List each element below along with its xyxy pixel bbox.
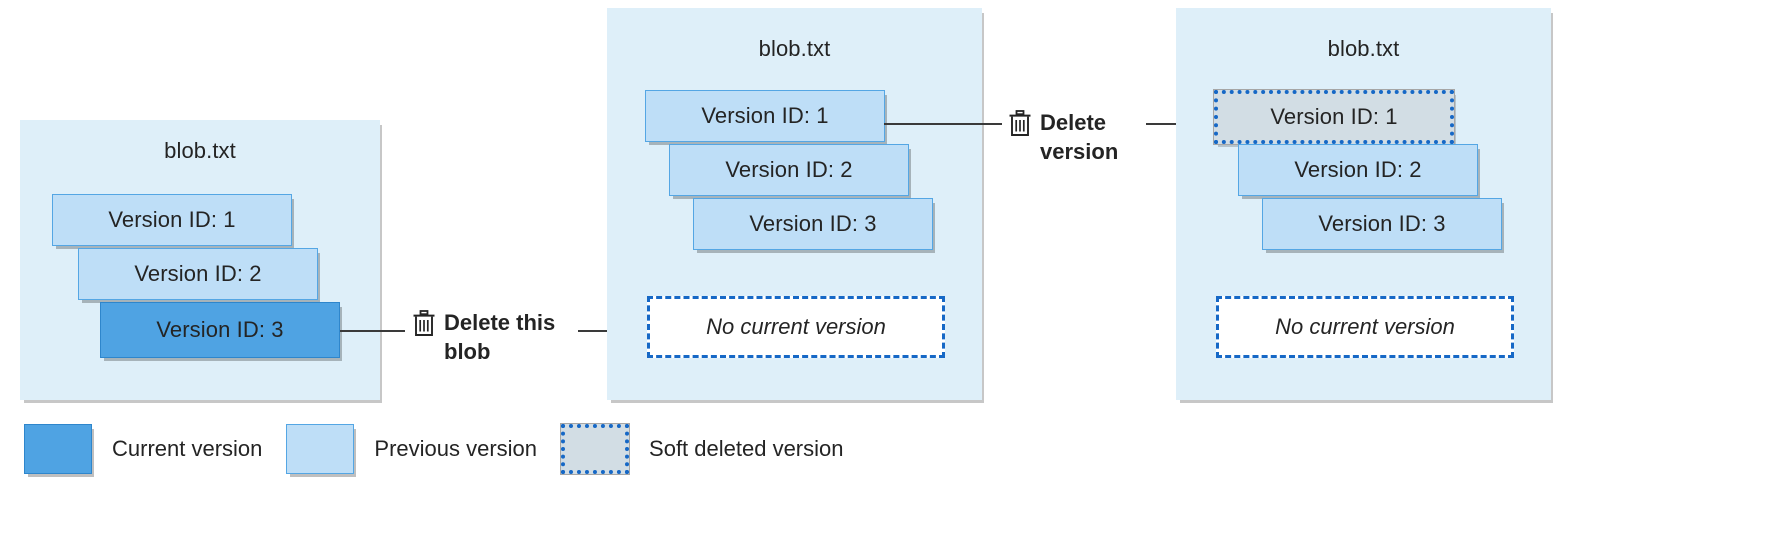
action-label: Delete version <box>1040 110 1119 164</box>
version-chip-2: Version ID: 2 <box>669 144 909 196</box>
trash-icon <box>413 310 435 336</box>
legend-label: Previous version <box>374 436 538 461</box>
version-chip-3: Version ID: 3 <box>100 302 340 358</box>
version-chip-label: Version ID: 3 <box>1318 211 1446 236</box>
legend-item-previous-version: Previous version <box>286 424 537 474</box>
version-chip-label: Version ID: 2 <box>1294 157 1422 182</box>
version-chip-label: Version ID: 1 <box>1270 104 1398 129</box>
legend-swatch-current <box>24 424 92 474</box>
version-chip-label: Version ID: 3 <box>749 211 877 236</box>
version-chip-label: Version ID: 2 <box>134 261 262 286</box>
version-chip-2: Version ID: 2 <box>78 248 318 300</box>
legend-label: Current version <box>112 436 263 461</box>
legend-item-current-version: Current version <box>24 424 262 474</box>
version-chip-1: Version ID: 1 <box>52 194 292 246</box>
no-current-version-box: No current version <box>1216 296 1514 358</box>
legend-label: Soft deleted version <box>649 436 844 461</box>
version-chip-1: Version ID: 1 <box>645 90 885 142</box>
version-chip-label: Version ID: 3 <box>156 317 284 342</box>
no-current-version-label: No current version <box>1275 314 1455 339</box>
legend-swatch-soft-deleted <box>560 423 631 475</box>
version-chip-label: Version ID: 1 <box>701 103 829 128</box>
legend-item-soft-deleted-version: Soft deleted version <box>560 423 844 475</box>
no-current-version-box: No current version <box>647 296 945 358</box>
action-label: Delete this blob <box>444 310 556 364</box>
panel-title: blob.txt <box>1327 36 1400 61</box>
panel-title: blob.txt <box>164 138 236 163</box>
version-chip-2: Version ID: 2 <box>1238 144 1478 196</box>
version-chip-3: Version ID: 3 <box>1262 198 1502 250</box>
panel-title: blob.txt <box>758 36 831 61</box>
connector-blob-to-delete <box>340 330 405 332</box>
trash-icon <box>1009 110 1031 136</box>
legend: Current version Previous version Soft de… <box>24 423 844 475</box>
panel-after-blob-delete: blob.txt Version ID: 1 Version ID: 2 Ver… <box>607 8 982 400</box>
version-chip-1: Version ID: 1 <box>1213 89 1455 145</box>
version-chip-label: Version ID: 2 <box>725 157 853 182</box>
action-delete-this-blob: Delete this blob <box>412 308 577 366</box>
legend-swatch-previous <box>286 424 355 474</box>
version-chip-3: Version ID: 3 <box>693 198 933 250</box>
action-delete-version: Delete version <box>1008 108 1143 166</box>
no-current-version-label: No current version <box>706 314 886 339</box>
panel-before-delete: blob.txt Version ID: 1 Version ID: 2 Ver… <box>20 120 380 400</box>
version-chip-label: Version ID: 1 <box>108 207 236 232</box>
panel-after-version-delete: blob.txt Version ID: 1 Version ID: 2 Ver… <box>1176 8 1551 400</box>
connector-version-to-delete <box>884 123 1002 125</box>
